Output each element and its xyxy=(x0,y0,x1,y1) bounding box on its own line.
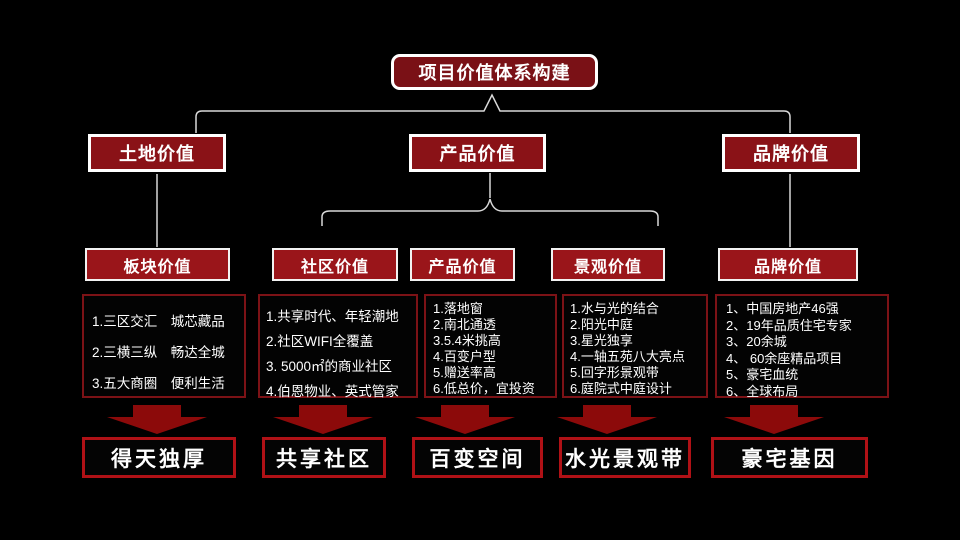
list-item: 2.社区WIFI全覆盖 xyxy=(266,334,374,349)
list-item: 1.水与光的结合 xyxy=(570,301,659,316)
list-item: 4.一轴五苑八大亮点 xyxy=(570,349,685,364)
list-item: 2.三横三纵 畅达全城 xyxy=(92,345,225,360)
list-item: 5.赠送率高 xyxy=(433,365,496,380)
list-item: 4、 60余座精品项目 xyxy=(726,350,843,366)
down-arrow-icon xyxy=(415,405,515,434)
list-item: 1.三区交汇 城芯藏品 xyxy=(92,314,225,329)
down-arrow-icon xyxy=(107,405,207,434)
level2-box-brand: 品牌价值 xyxy=(722,134,860,172)
result-box-community: 共享社区 xyxy=(262,437,386,478)
list-item: 5、豪宅血统 xyxy=(726,367,799,382)
list-item: 4.伯恩物业、英式管家 xyxy=(266,384,399,399)
plate-value-list: 1.三区交汇 城芯藏品 2.三横三纵 畅达全城 3.五大商圈 便利生活 xyxy=(82,294,246,398)
product-brace-connector xyxy=(321,198,659,226)
list-item: 1.共享时代、年轻潮地 xyxy=(266,309,399,324)
result-box-plate: 得天独厚 xyxy=(82,437,236,478)
level3-box-community-value: 社区价值 xyxy=(272,248,398,281)
down-arrow-icon xyxy=(557,405,657,434)
result-box-landscape: 水光景观带 xyxy=(559,437,691,478)
community-value-list: 1.共享时代、年轻潮地 2.社区WIFI全覆盖 3. 5000㎡的商业社区 4.… xyxy=(258,294,418,399)
list-item: 1.落地窗 xyxy=(433,301,483,316)
list-item: 2.南北通透 xyxy=(433,317,496,332)
level3-box-plate-value: 板块价值 xyxy=(85,248,230,281)
top-bracket-connector xyxy=(195,93,791,133)
list-item: 3.星光独享 xyxy=(570,333,633,348)
brand-value-list: 1、中国房地产46强 2、19年品质住宅专家 3、20余城 4、 60余座精品项… xyxy=(715,294,889,399)
list-item: 3.五大商圈 便利生活 xyxy=(92,376,225,391)
list-item: 4.百变户型 xyxy=(433,349,496,364)
level3-box-brand-value: 品牌价值 xyxy=(718,248,858,281)
landscape-value-list: 1.水与光的结合 2.阳光中庭 3.星光独享 4.一轴五苑八大亮点 5.回字形景… xyxy=(562,294,708,398)
list-item: 5.回字形景观带 xyxy=(570,365,659,380)
list-item: 6.庭院式中庭设计 xyxy=(570,381,672,396)
result-box-brand: 豪宅基因 xyxy=(711,437,868,478)
result-box-product: 百变空间 xyxy=(412,437,543,478)
down-arrow-icon xyxy=(273,405,373,434)
level3-box-product-value: 产品价值 xyxy=(410,248,515,281)
list-item: 3. 5000㎡的商业社区 xyxy=(266,359,393,374)
level2-box-product: 产品价值 xyxy=(409,134,546,172)
list-item: 3.5.4米挑高 xyxy=(433,333,501,348)
product-value-list: 1.落地窗 2.南北通透 3.5.4米挑高 4.百变户型 5.赠送率高 6.低总… xyxy=(424,294,557,398)
diagram-title: 项目价值体系构建 xyxy=(391,54,598,90)
list-item: 2、19年品质住宅专家 xyxy=(726,317,852,333)
list-item: 1、中国房地产46强 xyxy=(726,301,839,316)
level2-box-land: 土地价值 xyxy=(88,134,226,172)
level3-box-landscape-value: 景观价值 xyxy=(551,248,665,281)
down-arrow-icon xyxy=(724,405,824,434)
list-item: 6、全球布局 xyxy=(726,383,799,399)
list-item: 3、20余城 xyxy=(726,334,787,349)
list-item: 2.阳光中庭 xyxy=(570,317,633,332)
list-item: 6.低总价，宜投资 xyxy=(433,381,535,396)
